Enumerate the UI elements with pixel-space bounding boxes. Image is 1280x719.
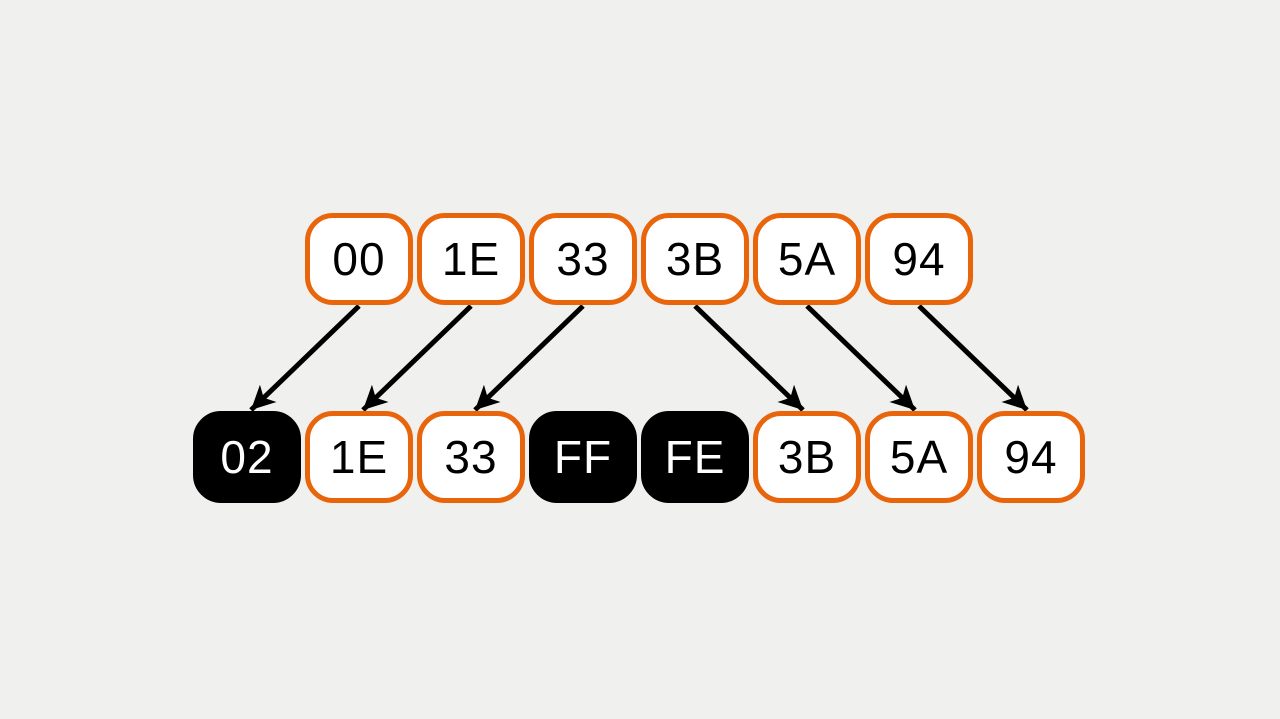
hex-label: 5A [777, 233, 837, 285]
mapping-arrow-1 [361, 304, 473, 412]
hex-label: 3B [665, 233, 725, 285]
hex-box-top-2: 33 [529, 213, 637, 305]
hex-label: 3B [777, 431, 837, 483]
hex-label: 00 [332, 233, 386, 285]
hex-box-top-3: 3B [641, 213, 749, 305]
hex-label: 33 [556, 233, 610, 285]
hex-label: 94 [1004, 431, 1058, 483]
hex-box-top-1: 1E [417, 213, 525, 305]
hex-label: FF [553, 431, 613, 483]
hex-box-bottom-1: 1E [305, 411, 413, 503]
mapping-arrow-4 [805, 304, 917, 412]
mapping-arrow-5 [917, 304, 1029, 412]
hex-box-bottom-6: 5A [865, 411, 973, 503]
hex-label: FE [664, 431, 726, 483]
hex-label: 94 [892, 233, 946, 285]
hex-label: 33 [444, 431, 498, 483]
hex-label: 1E [441, 233, 501, 285]
hex-label: 1E [329, 431, 389, 483]
hex-box-top-0: 00 [305, 213, 413, 305]
hex-box-bottom-3: FF [529, 411, 637, 503]
hex-box-bottom-4: FE [641, 411, 749, 503]
hex-box-top-5: 94 [865, 213, 973, 305]
mapping-arrow-2 [473, 304, 585, 412]
hex-label: 5A [889, 431, 949, 483]
hex-box-bottom-0: 02 [193, 411, 301, 503]
mapping-arrow-0 [249, 304, 361, 412]
hex-box-bottom-2: 33 [417, 411, 525, 503]
hex-box-bottom-7: 94 [977, 411, 1085, 503]
hex-box-bottom-5: 3B [753, 411, 861, 503]
hex-box-top-4: 5A [753, 213, 861, 305]
mapping-arrow-3 [693, 304, 805, 412]
hex-label: 02 [220, 431, 274, 483]
